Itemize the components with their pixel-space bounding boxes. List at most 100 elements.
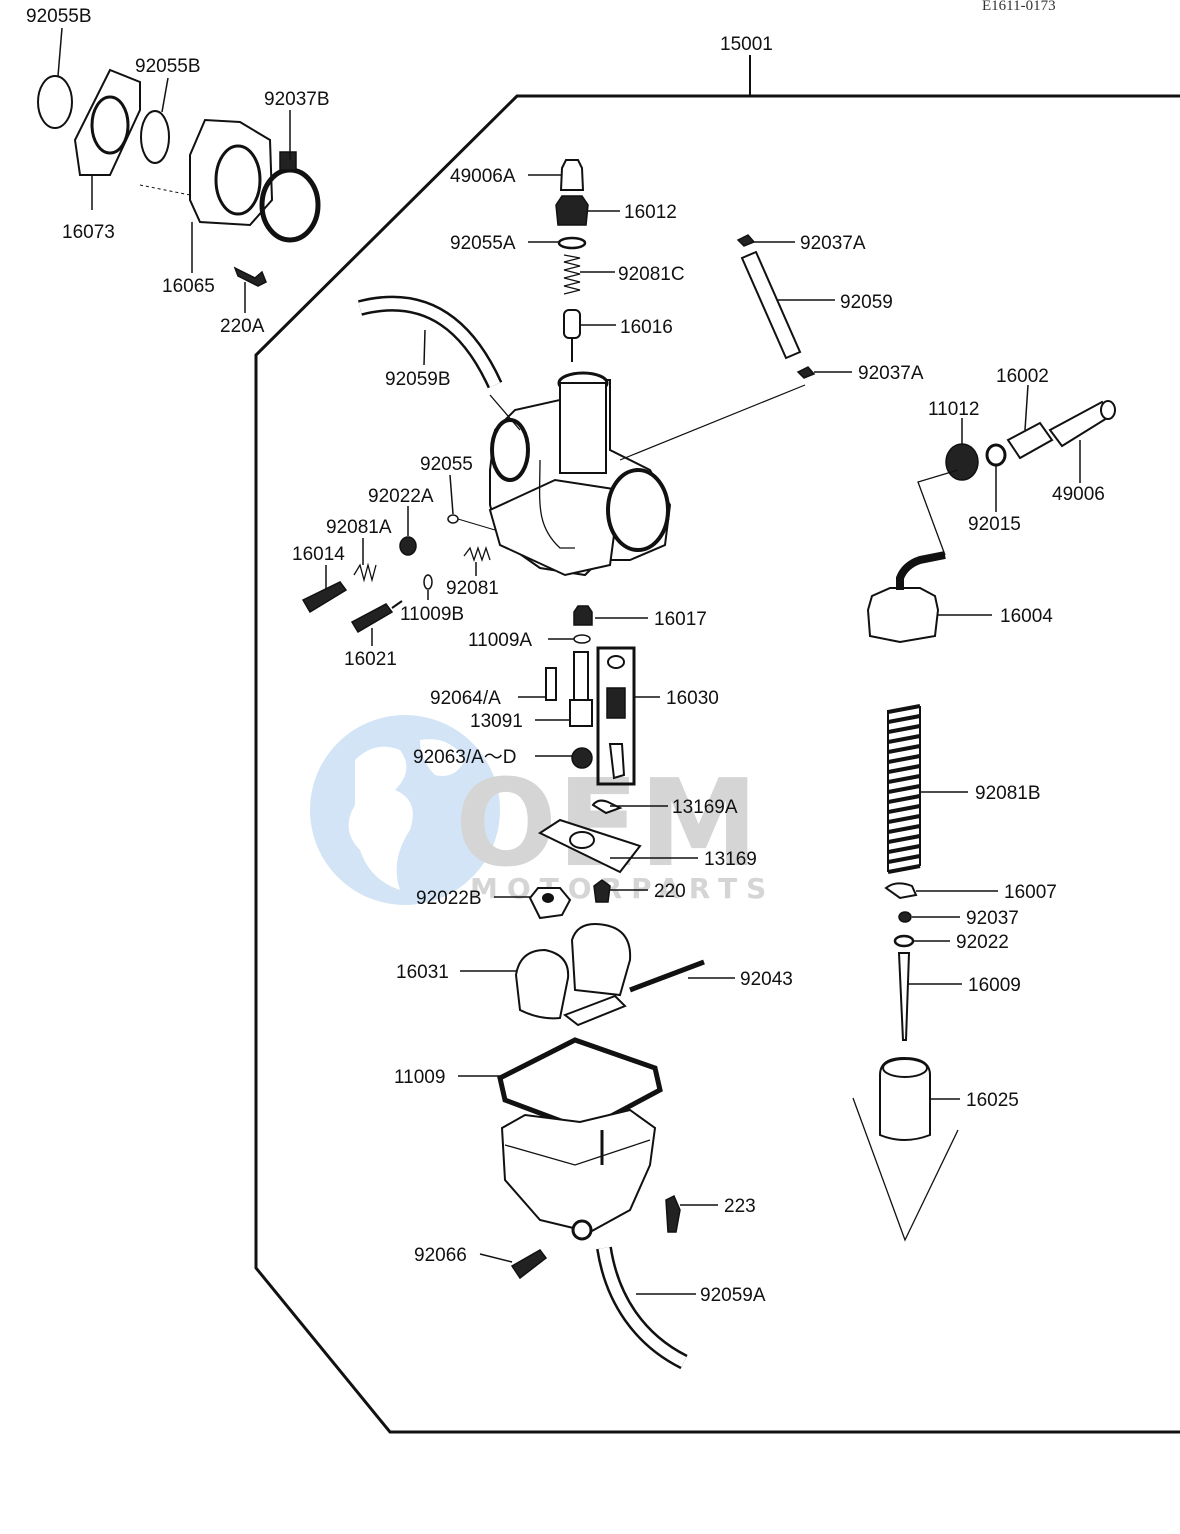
spring-92081a (353, 562, 377, 583)
callout-labels: 92055B 92055B 92037B 16073 16065 220A 15… (26, 6, 1105, 1306)
label-220a: 220A (220, 316, 265, 337)
assembly-frame (254, 94, 1180, 1434)
needle-valve-needle (608, 743, 626, 780)
o-ring-92055b-left (37, 75, 73, 129)
screw-16021-tip (391, 600, 403, 609)
clip-13169a (591, 799, 623, 815)
hose-92059b-inner (358, 298, 501, 388)
label-92055: 92055 (420, 454, 473, 475)
holder-16016 (563, 309, 581, 339)
label-92081c: 92081C (618, 264, 685, 285)
label-11009b: 11009B (400, 604, 464, 625)
watermark-brand: OEM (455, 755, 758, 894)
jet-needle-16009 (897, 952, 911, 1041)
adjuster-16012 (555, 195, 589, 226)
label-16004: 16004 (1000, 606, 1053, 627)
carburetor-inlet (490, 418, 530, 482)
label-92055a: 92055A (450, 233, 516, 254)
float-arm (562, 994, 627, 1027)
carburetor-float-bowl-seat (488, 478, 622, 577)
float-bowl-drain-boss (571, 1219, 593, 1241)
spring-92081 (463, 545, 491, 563)
holder-92022b-hole (542, 893, 554, 903)
cap-49006-end (1100, 400, 1116, 420)
washer-92022 (893, 934, 915, 948)
carburetor-outlet (606, 468, 670, 552)
insulator-16073-bore (90, 95, 130, 155)
globe-icon (310, 715, 500, 905)
clip-92037a-bottom (796, 366, 816, 379)
label-92037a-bottom: 92037A (858, 363, 924, 384)
hose-92059b-to-body (489, 394, 521, 431)
jet-92064 (545, 667, 557, 701)
cap-49006a (559, 159, 585, 191)
float-16031-left (514, 948, 570, 1020)
float-bowl-rim (504, 1139, 651, 1166)
tube-92059 (740, 250, 802, 360)
label-92059: 92059 (840, 292, 893, 313)
cap-16004 (866, 587, 940, 644)
label-11009: 11009 (394, 1067, 445, 1088)
label-92015: 92015 (968, 514, 1021, 535)
label-16025: 16025 (966, 1090, 1019, 1111)
label-16073: 16073 (62, 222, 115, 243)
screw-223 (665, 1194, 681, 1233)
watermark-tagline: MOTORPARTS (470, 872, 775, 905)
label-16021: 16021 (344, 649, 397, 670)
plug-16017 (573, 605, 593, 626)
gasket-11009 (497, 1037, 663, 1133)
spring-92081c (563, 254, 581, 295)
o-ring-11009b (423, 574, 433, 590)
screw-220a (233, 266, 267, 287)
needle-valve-seat (607, 655, 625, 669)
screw-220 (593, 879, 611, 903)
label-220: 220 (654, 881, 686, 902)
washer-92015 (985, 443, 1007, 467)
label-92081: 92081 (446, 578, 499, 599)
clip-92037 (898, 911, 912, 923)
label-92037a-top: 92037A (800, 233, 866, 254)
label-16065: 16065 (162, 276, 215, 297)
label-92059a: 92059A (700, 1285, 766, 1306)
pin-92043 (629, 959, 705, 993)
plate-13169-hole (569, 831, 595, 849)
drain-screw-92066 (510, 1249, 548, 1280)
throttle-valve-top (882, 1058, 928, 1078)
float-16031-right (570, 923, 632, 997)
label-92081a: 92081A (326, 517, 392, 538)
label-92022a: 92022A (368, 486, 434, 507)
o-ring-92055b-right (140, 110, 170, 164)
intake-dashed (139, 184, 191, 196)
label-49006a: 49006A (450, 166, 516, 187)
label-16009: 16009 (968, 975, 1021, 996)
label-16012: 16012 (624, 202, 677, 223)
label-92055b-right: 92055B (135, 56, 201, 77)
label-92055b-left: 92055B (26, 6, 92, 27)
washer-11012 (945, 443, 979, 481)
ring-92055a (557, 236, 587, 250)
globe-continents (348, 739, 465, 890)
hose-92059a-inner (598, 1247, 687, 1367)
label-16014: 16014 (292, 544, 345, 565)
screw-16014 (301, 581, 348, 614)
label-223: 223 (724, 1196, 756, 1217)
cap-16004-dash (917, 469, 959, 556)
tube-92059-leader-to-body (619, 384, 806, 461)
label-92037b: 92037B (264, 89, 330, 110)
throttle-valve-cutaway-lines (852, 1097, 959, 1242)
needle-jet-13091-base (569, 699, 593, 727)
label-13169: 13169 (704, 849, 757, 870)
label-11009a: 11009A (468, 630, 532, 651)
clamp-92037b (259, 167, 321, 243)
label-16016: 16016 (620, 317, 673, 338)
label-92064a: 92064/A (430, 688, 501, 709)
label-13091: 13091 (470, 711, 523, 732)
label-16030: 16030 (666, 688, 719, 709)
label-92037: 92037 (966, 908, 1019, 929)
hose-92059a (596, 1246, 688, 1370)
needle-valve-body (606, 687, 626, 719)
leader-lines (57, 27, 1081, 1295)
o-ring-92055 (447, 514, 459, 524)
label-16002: 16002 (996, 366, 1049, 387)
